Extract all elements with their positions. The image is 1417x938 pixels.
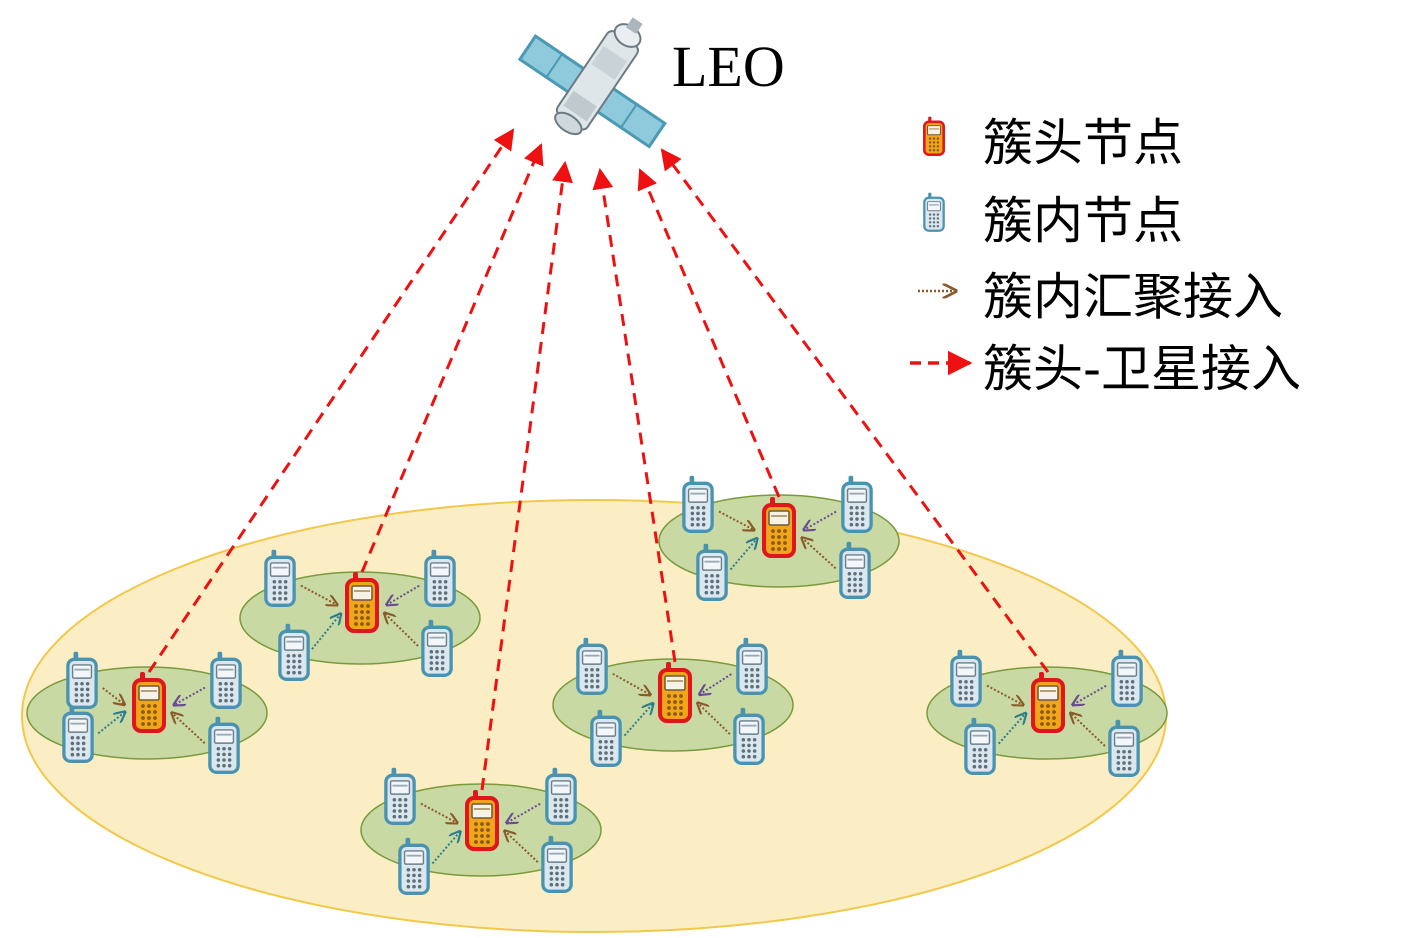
intra-cluster-arrow	[612, 672, 651, 695]
intra-cluster-arrow	[300, 584, 337, 605]
member-phone-icon	[696, 542, 728, 601]
member-phone-icon	[66, 650, 98, 709]
intra-cluster-arrow	[729, 538, 758, 571]
member-phone-icon	[421, 618, 453, 677]
cluster	[552, 636, 794, 767]
member-phone-icon	[682, 474, 714, 533]
blue-phone-icon	[923, 191, 945, 232]
intra-cluster-arrow	[986, 684, 1023, 705]
intra-cluster-arrow	[623, 703, 654, 737]
member-phone-icon	[278, 622, 310, 681]
intra-cluster-arrow	[1073, 684, 1107, 705]
intra-cluster-arrow	[97, 712, 125, 735]
intra-cluster-arrow	[802, 538, 837, 570]
head-satellite-uplink	[592, 167, 677, 663]
member-phone-icon	[210, 650, 242, 709]
member-phone-icon	[576, 636, 608, 695]
intra-cluster-arrow	[718, 510, 754, 531]
legend-label-cluster-member: 簇内节点	[983, 192, 1183, 250]
intra-cluster-arrow	[505, 831, 539, 863]
member-phone-icon	[1108, 718, 1140, 777]
member-phone-icon	[541, 834, 573, 893]
member-phone-icon	[264, 548, 296, 607]
intra-cluster-arrow	[420, 802, 457, 823]
legend-label-cluster-head: 簇头节点	[983, 114, 1183, 172]
cluster	[926, 648, 1168, 777]
intra-cluster-arrow	[698, 703, 731, 735]
head-satellite-uplink	[147, 128, 515, 673]
red-phone-icon	[923, 115, 945, 157]
legend-label-intra-cluster: 簇内汇聚接入	[983, 268, 1283, 326]
intra-cluster-arrow	[172, 713, 206, 744]
member-phone-icon	[839, 540, 871, 599]
legend-item-intra-cluster: 簇内汇聚接入	[918, 268, 1283, 326]
head-satellite-uplink	[660, 148, 1050, 673]
head-satellite-uplink	[637, 168, 781, 498]
intra-cluster-arrow	[997, 713, 1026, 745]
member-phone-icon	[733, 706, 765, 765]
intra-cluster-arrow	[431, 831, 460, 865]
member-phone-icon	[545, 766, 577, 825]
member-phone-icon	[736, 636, 768, 695]
member-phone-icon	[950, 648, 982, 707]
cluster-head-phone-icon	[134, 672, 164, 731]
cluster	[360, 766, 602, 895]
cluster	[239, 548, 481, 681]
legend-item-head-satellite: 簇头-卫星接入	[910, 340, 1301, 398]
member-phone-icon	[398, 836, 430, 895]
cluster-head-phone-icon	[347, 572, 377, 631]
member-phone-icon	[62, 704, 94, 763]
clusters	[26, 474, 1168, 895]
legend-item-cluster-member: 簇内节点	[923, 191, 1183, 250]
cluster-head-phone-icon	[764, 497, 794, 556]
member-phone-icon	[424, 548, 456, 607]
legend-label-head-satellite: 簇头-卫星接入	[983, 340, 1301, 398]
intra-cluster-arrow	[102, 687, 125, 705]
head-satellite-uplink	[480, 160, 573, 791]
member-phone-icon	[590, 708, 622, 767]
member-phone-icon	[841, 474, 873, 533]
satellite-label: LEO	[672, 34, 785, 99]
cluster-head-phone-icon	[467, 790, 497, 849]
legend: 簇头节点 簇内节点 簇内汇聚接入 簇头-卫星接入	[910, 114, 1301, 398]
uplinks	[147, 128, 1050, 791]
cluster	[658, 474, 900, 601]
member-phone-icon	[384, 766, 416, 825]
intra-cluster-arrow	[507, 802, 541, 823]
cluster	[26, 650, 268, 774]
legend-item-cluster-head: 簇头节点	[923, 114, 1183, 172]
cluster-head-phone-icon	[660, 662, 690, 721]
intra-cluster-arrow	[311, 614, 341, 650]
intra-cluster-arrow	[174, 686, 206, 705]
member-phone-icon	[208, 715, 240, 774]
cluster-head-phone-icon	[1033, 672, 1063, 731]
satellite-icon	[517, 17, 667, 149]
member-phone-icon	[964, 716, 996, 775]
member-phone-icon	[1111, 648, 1143, 707]
head-satellite-uplink	[360, 143, 544, 573]
